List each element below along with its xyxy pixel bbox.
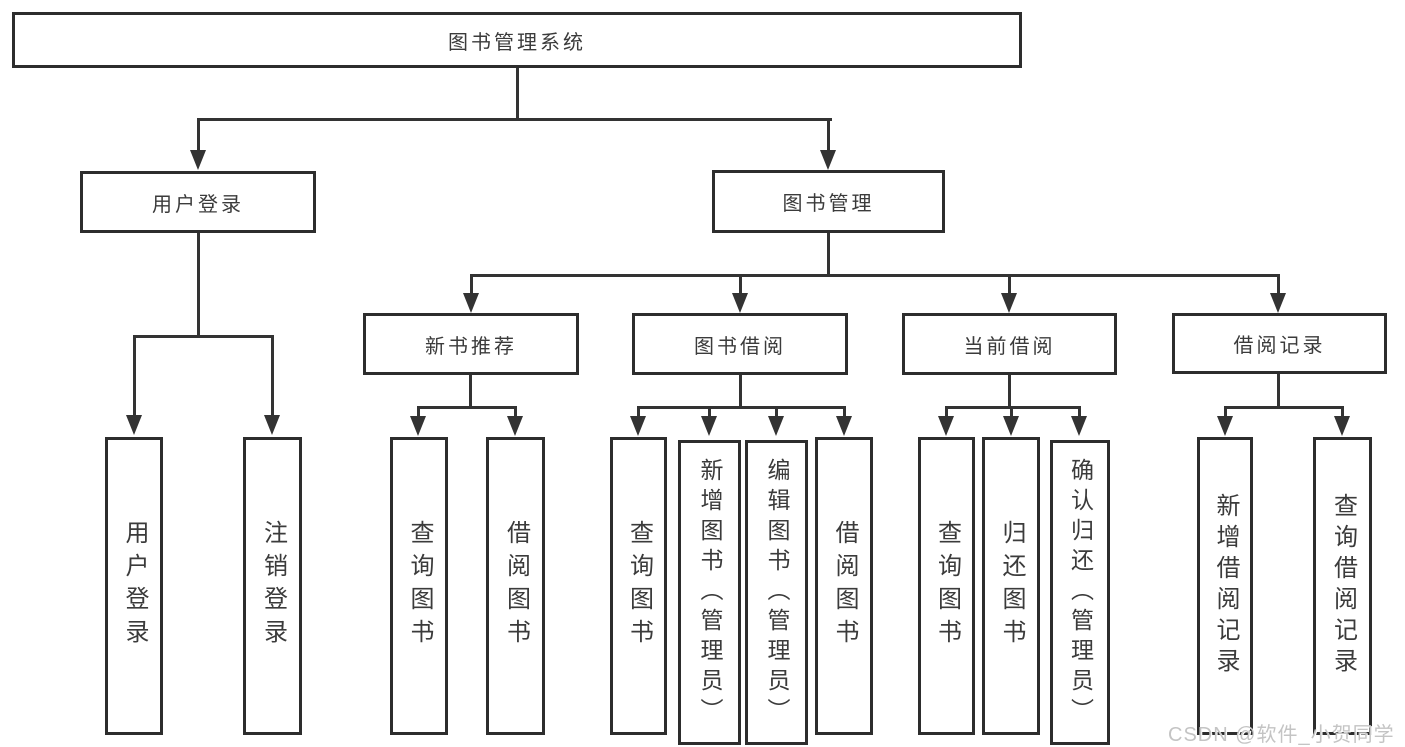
arrow-down-icon (836, 416, 852, 436)
leaf-user-login: 用户登录 (105, 437, 163, 735)
connector-shaft (1078, 406, 1081, 418)
leaf-label: 用户登录 (121, 520, 148, 652)
node-book-borrow: 图书借阅 (632, 313, 848, 375)
leaf-add-borrow-record: 新增借阅记录 (1197, 437, 1253, 735)
leaf-borrow-books-recommend: 借阅图书 (486, 437, 545, 735)
connector-shaft (739, 274, 742, 294)
arrow-down-icon (1217, 416, 1233, 436)
connector-bar (637, 406, 845, 409)
node-borrow-records: 借阅记录 (1172, 313, 1387, 374)
node-label: 图书管理系统 (448, 31, 586, 54)
node-new-book-recommend: 新书推荐 (363, 313, 579, 375)
leaf-query-books-recommend: 查询图书 (390, 437, 448, 735)
node-library-system: 图书管理系统 (12, 12, 1022, 68)
leaf-label: 新增图书（管理员） (697, 457, 723, 728)
connector-bar (945, 406, 1081, 409)
leaf-borrow-books: 借阅图书 (815, 437, 873, 735)
connector-shaft (133, 335, 136, 415)
connector-shaft (1277, 274, 1280, 294)
connector-shaft (417, 406, 420, 418)
connector-shaft (1224, 406, 1227, 418)
arrow-down-icon (264, 415, 280, 435)
connector-bar (133, 335, 274, 338)
connector-shaft (945, 406, 948, 418)
connector-shaft (637, 406, 640, 418)
connector-shaft (271, 335, 274, 415)
leaf-label: 注销登录 (259, 520, 287, 652)
leaf-logout: 注销登录 (243, 437, 302, 735)
connector-shaft (843, 406, 846, 418)
arrow-down-icon (190, 150, 206, 170)
leaf-label: 编辑图书（管理员） (764, 457, 790, 728)
arrow-down-icon (701, 416, 717, 436)
connector-drop (739, 375, 742, 408)
connector-bar (417, 406, 517, 409)
leaf-query-books-current: 查询图书 (918, 437, 975, 735)
leaf-add-books-admin: 新增图书（管理员） (678, 440, 741, 745)
leaf-query-books-borrow: 查询图书 (610, 437, 667, 735)
arrow-down-icon (938, 416, 954, 436)
leaf-label: 查询图书 (933, 520, 961, 652)
connector-shaft (1341, 406, 1344, 418)
node-user-login: 用户登录 (80, 171, 316, 233)
leaf-label: 借阅图书 (831, 520, 858, 652)
leaf-edit-books-admin: 编辑图书（管理员） (745, 440, 808, 745)
leaf-label: 借阅图书 (502, 520, 530, 652)
arrow-down-icon (463, 293, 479, 313)
arrow-down-icon (1003, 416, 1019, 436)
arrow-down-icon (820, 150, 836, 170)
node-label: 用户登录 (152, 193, 244, 216)
leaf-label: 查询图书 (625, 520, 653, 652)
leaf-label: 查询借阅记录 (1329, 493, 1357, 679)
arrow-down-icon (768, 416, 784, 436)
connector-drop (1008, 375, 1011, 408)
node-label: 新书推荐 (425, 335, 517, 358)
connector-shaft (470, 274, 473, 294)
leaf-query-borrow-record: 查询借阅记录 (1313, 437, 1372, 735)
leaf-label: 确认归还（管理员） (1067, 457, 1094, 728)
connector-shaft (1008, 274, 1011, 294)
connector-bar (1224, 406, 1344, 409)
connector-drop (827, 233, 830, 277)
node-label: 图书管理 (782, 193, 875, 215)
arrow-down-icon (507, 416, 523, 436)
connector-shaft (827, 118, 830, 152)
arrow-down-icon (126, 415, 142, 435)
arrow-down-icon (1071, 416, 1087, 436)
arrow-down-icon (732, 293, 748, 313)
leaf-label: 归还图书 (998, 520, 1025, 652)
connector-shaft (775, 406, 778, 418)
connector-shaft (514, 406, 517, 418)
connector-root-drop (516, 68, 519, 121)
csdn-watermark: CSDN @软件_小贺同学 (1168, 724, 1395, 746)
node-label: 图书借阅 (694, 335, 786, 358)
connector-drop (1277, 374, 1280, 408)
arrow-down-icon (630, 416, 646, 436)
connector-shaft (708, 406, 711, 418)
connector-root-bar (197, 118, 832, 121)
arrow-down-icon (1001, 293, 1017, 313)
connector-shaft (197, 118, 200, 152)
leaf-label: 新增借阅记录 (1212, 493, 1239, 679)
arrow-down-icon (1334, 416, 1350, 436)
leaf-label: 查询图书 (406, 520, 433, 652)
connector-drop (469, 375, 472, 408)
connector-shaft (1010, 406, 1013, 418)
connector-bar (470, 274, 1280, 277)
node-label: 借阅记录 (1233, 335, 1326, 357)
leaf-return-books: 归还图书 (982, 437, 1040, 735)
connector-drop (197, 233, 200, 335)
node-label: 当前借阅 (963, 335, 1056, 358)
node-current-borrow: 当前借阅 (902, 313, 1117, 375)
leaf-confirm-return-admin: 确认归还（管理员） (1050, 440, 1110, 745)
arrow-down-icon (1270, 293, 1286, 313)
node-book-management: 图书管理 (712, 170, 945, 233)
arrow-down-icon (410, 416, 426, 436)
